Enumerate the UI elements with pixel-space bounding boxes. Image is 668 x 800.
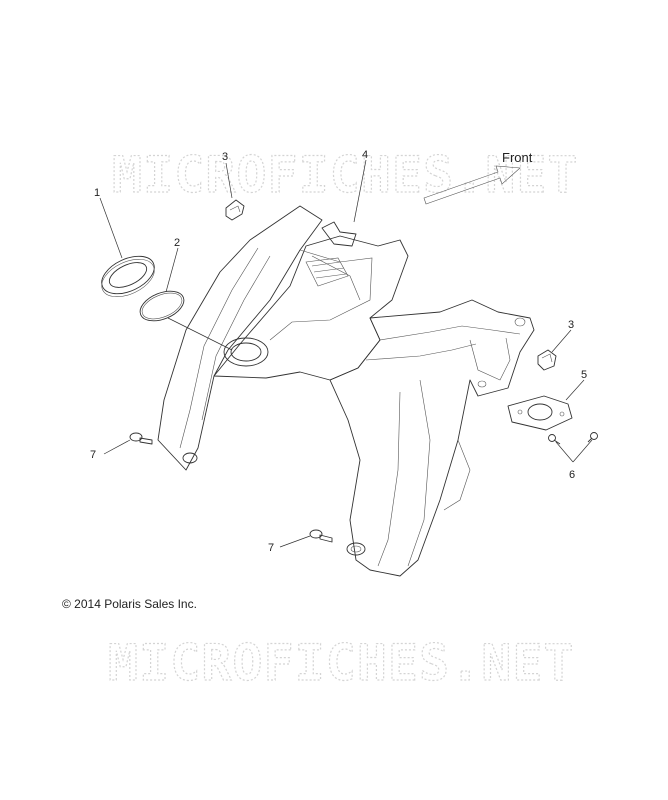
- part-2-o-ring: [139, 290, 185, 322]
- part-3-clip-right: [537, 349, 557, 371]
- callout-1: 1: [94, 187, 100, 199]
- leader-lines: [99, 159, 593, 548]
- callout-6: 6: [569, 469, 575, 481]
- callout-3-right: 3: [568, 319, 574, 331]
- part-3-clip-top: [225, 199, 245, 221]
- copyright-notice: © 2014 Polaris Sales Inc.: [62, 597, 197, 611]
- watermark-bottom: MICROFICHES.NET: [108, 634, 575, 692]
- callout-2: 2: [174, 237, 180, 249]
- watermark-top: MICROFICHES.NET: [112, 146, 579, 204]
- callout-4: 4: [362, 149, 368, 161]
- callout-7-left: 7: [90, 449, 96, 461]
- part-6-screws: [548, 432, 598, 445]
- part-7-rivet-bottom: [309, 529, 333, 543]
- part-7-rivet-left: [129, 432, 153, 445]
- callout-7-bottom: 7: [268, 542, 274, 554]
- front-arrow: [423, 165, 521, 205]
- part-5-bezel: [507, 395, 573, 431]
- callout-5: 5: [581, 369, 587, 381]
- part-1-gasket: [101, 255, 155, 298]
- front-panel-assembly: [157, 205, 535, 577]
- callout-3-top: 3: [222, 151, 228, 163]
- front-label: Front: [502, 150, 533, 165]
